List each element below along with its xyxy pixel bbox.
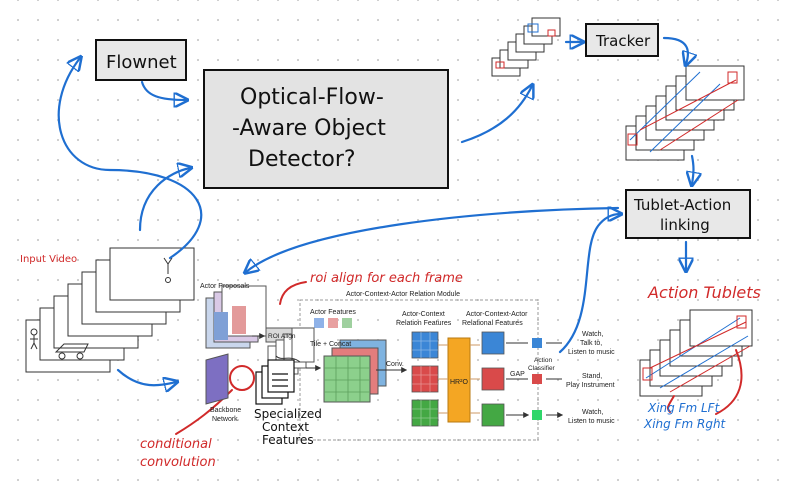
specialized-label-line2: Context (262, 420, 309, 434)
flownet-box: Flownet (95, 39, 187, 81)
output-1-line2: Talk to, (580, 340, 602, 347)
detector-label-line1: Optical-Flow- (240, 85, 384, 110)
action-classifier-label-line1: Action (534, 357, 552, 364)
arrow-input-to-backbone (116, 368, 176, 385)
conditional-label-line2: convolution (140, 455, 216, 470)
backbone-label-line1: Backbone (210, 407, 241, 414)
hr2o-label: HR²O (450, 379, 468, 386)
output-1-line3: Listen to music (568, 349, 615, 356)
blue-arrows (57, 36, 694, 385)
roi-align-label: ROI Align (268, 333, 296, 340)
detector-box: Optical-Flow- -Aware Object Detector? (203, 69, 449, 189)
tracker-label: Tracker (595, 32, 651, 50)
module-title: Actor-Context-Actor Relation Module (346, 291, 460, 298)
ac-relation-label-line2: Relation Features (396, 320, 452, 327)
specialized-context-sketch: Specialized Context Features (254, 359, 322, 447)
arrow-input-to-flownet (57, 58, 203, 260)
specialized-label-line1: Specialized (254, 407, 322, 421)
arrow-tubes-to-linking (692, 154, 694, 184)
detection-frames-stack (491, 17, 561, 77)
aca-relation-label-line1: Actor-Context-Actor (466, 311, 528, 318)
output-2-line2: Play Instrument (566, 382, 615, 389)
action-tublets-frames (639, 309, 753, 397)
specialized-label-line3: Features (262, 433, 314, 447)
conditional-label-line1: conditional (140, 437, 212, 452)
tracker-box: Tracker (585, 23, 659, 57)
flownet-label: Flownet (106, 52, 177, 73)
aca-features (481, 331, 505, 427)
arrow-tracker-to-tubes (662, 36, 688, 64)
input-video-label: Input Video (20, 254, 77, 265)
ac-relation-label-line1: Actor-Context (402, 311, 445, 318)
output-3-line2: Listen to music (568, 418, 615, 425)
backbone-label-line2: Network (212, 416, 238, 423)
backbone-shape (205, 353, 229, 405)
xing-right-pointer (715, 349, 743, 415)
xing-left-label: Xing Fm LFt (647, 401, 721, 415)
tracked-tube-frames (625, 65, 745, 161)
output-square-2 (532, 374, 542, 384)
arrow-flownet-to-detector (140, 80, 186, 100)
roi-note-pointer (279, 281, 307, 305)
detector-label-line2: -Aware Object (232, 116, 386, 141)
roi-align-note: roi align for each frame (310, 271, 463, 286)
gap-label: GAP (510, 371, 525, 378)
xing-right-label: Xing Fm Rght (643, 417, 727, 431)
tiled-feature-volume (323, 339, 387, 403)
actor-context-features (411, 331, 439, 427)
arrow-figure-to-linking (558, 214, 620, 354)
module-frame (299, 299, 539, 441)
tublet-label-line1: Tublet-Action (633, 196, 731, 214)
aca-relation-label-line2: Relational Features (462, 320, 523, 327)
tublet-label-line2: linking (660, 216, 710, 234)
tile-concat-label: Tile + Concat (310, 341, 351, 348)
output-2-line1: Stand, (582, 373, 602, 380)
output-3-line1: Watch, (582, 409, 604, 416)
input-video-frames (25, 247, 195, 373)
output-square-3 (532, 410, 542, 420)
action-tublets-label: Action Tublets (647, 283, 761, 302)
conditional-conv-circle (229, 365, 255, 391)
arrow-input-to-detector (138, 168, 190, 232)
arrow-detector-to-frames (460, 86, 532, 144)
hr2o-block (447, 337, 471, 423)
conv-label: Conv. (386, 361, 404, 368)
output-square-1 (532, 338, 542, 348)
actor-features-label: Actor Features (310, 309, 356, 316)
detector-label-line3: Detector? (248, 147, 356, 172)
tublet-linking-box: Tublet-Action linking (625, 189, 751, 239)
xing-left-pointer (666, 395, 675, 413)
actor-proposals-label: Actor Proposals (200, 283, 250, 290)
arrow-to-actor-proposals (246, 206, 620, 272)
output-1-line1: Watch, (582, 331, 604, 338)
action-classifier-label-line2: Classifier (528, 365, 556, 372)
